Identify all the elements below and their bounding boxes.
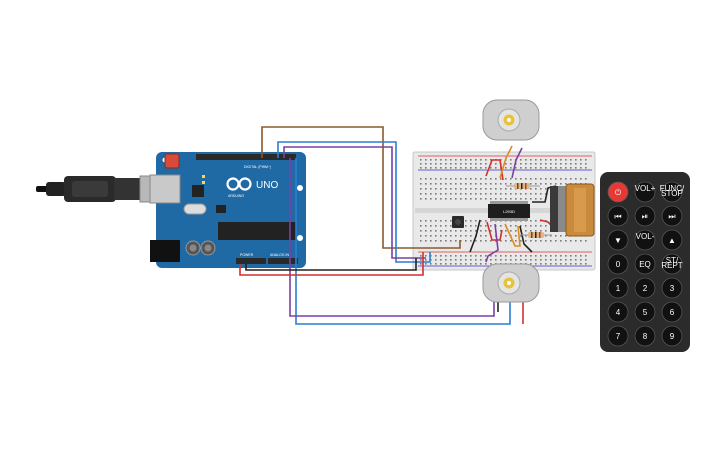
next-icon: ⏭ bbox=[668, 212, 675, 221]
remote-key-4[interactable]: 4 bbox=[607, 301, 629, 323]
remote-key-0[interactable]: 0 bbox=[607, 253, 629, 275]
remote-key-label: 8 bbox=[643, 332, 648, 341]
arduino-logo bbox=[226, 177, 252, 191]
remote-key-7[interactable]: 7 bbox=[607, 325, 629, 347]
remote-key-vol-[interactable]: VOL+ bbox=[634, 181, 656, 203]
wires bbox=[239, 126, 557, 325]
power-jack bbox=[150, 240, 180, 262]
down-icon: ▼ bbox=[614, 236, 622, 245]
remote-key-5[interactable]: 5 bbox=[634, 301, 656, 323]
remote-key-8[interactable]: 8 bbox=[634, 325, 656, 347]
remote-key-prev[interactable]: ⏮ bbox=[607, 205, 629, 227]
play-pause-icon: ⏯ bbox=[642, 212, 648, 221]
remote-key-label: VOL+ bbox=[635, 184, 656, 193]
remote-key-label: VOL- bbox=[636, 232, 655, 241]
remote-key-3[interactable]: 3 bbox=[661, 277, 683, 299]
remote-key-label: 9 bbox=[670, 332, 675, 341]
analog-header[interactable] bbox=[268, 258, 298, 264]
board-logo-text: ARDUINO bbox=[228, 194, 244, 198]
remote-key-eq[interactable]: EQ bbox=[634, 253, 656, 275]
remote-key-label: 7 bbox=[616, 332, 621, 341]
ic-label: L293D bbox=[503, 209, 515, 214]
up-icon: ▲ bbox=[668, 236, 676, 245]
remote-key-label: EQ bbox=[639, 260, 651, 269]
remote-key-st-rept[interactable]: ST/REPT bbox=[661, 253, 683, 275]
remote-key-1[interactable]: 1 bbox=[607, 277, 629, 299]
reset-button[interactable] bbox=[164, 153, 180, 169]
remote-key-label: ST/REPT bbox=[661, 256, 682, 270]
remote-key-vol-[interactable]: VOL- bbox=[634, 229, 656, 251]
remote-keypad: ⏻ VOL+ FUNC/STOP ⏮ ⏯ ⏭ ▼ VOL- ▲ 0 EQ ST/REPT 1 2 3 4 5 6 7… bbox=[607, 181, 685, 347]
power-icon: ⏻ bbox=[615, 188, 622, 197]
usb-cable bbox=[36, 175, 167, 203]
battery-pack[interactable] bbox=[550, 183, 595, 237]
motor-driver-ic[interactable]: L293D bbox=[488, 201, 530, 221]
prev-icon: ⏮ bbox=[614, 212, 621, 221]
ir-remote[interactable]: ⏻ VOL+ FUNC/STOP ⏮ ⏯ ⏭ ▼ VOL- ▲ 0 EQ ST/REPT 1 2 3 4 5 6 7… bbox=[600, 172, 690, 352]
remote-key-power[interactable]: ⏻ bbox=[607, 181, 629, 203]
remote-key-next[interactable]: ⏭ bbox=[661, 205, 683, 227]
remote-key-play-pause[interactable]: ⏯ bbox=[634, 205, 656, 227]
digital-header[interactable] bbox=[196, 154, 296, 160]
remote-key-up[interactable]: ▲ bbox=[661, 229, 683, 251]
remote-key-2[interactable]: 2 bbox=[634, 277, 656, 299]
header-power-label: POWER bbox=[240, 253, 254, 257]
remote-key-label: FUNC/STOP bbox=[660, 184, 685, 198]
remote-key-label: 4 bbox=[616, 308, 621, 317]
remote-key-9[interactable]: 9 bbox=[661, 325, 683, 347]
arduino-board[interactable]: UNO ARDUINO DIGITAL (PWM~) POWER ANALOG … bbox=[149, 152, 306, 268]
remote-key-label: 6 bbox=[670, 308, 675, 317]
remote-key-label: 2 bbox=[643, 284, 648, 293]
dc-motor-top[interactable] bbox=[482, 99, 540, 141]
ir-receiver[interactable] bbox=[452, 216, 464, 228]
board-brand: UNO bbox=[256, 180, 278, 191]
header-digital-label: DIGITAL (PWM~) bbox=[244, 165, 271, 169]
remote-key-label: 5 bbox=[643, 308, 648, 317]
remote-key-label: 3 bbox=[670, 284, 675, 293]
remote-key-label: 0 bbox=[616, 260, 621, 269]
remote-key-func-stop[interactable]: FUNC/STOP bbox=[660, 181, 685, 203]
remote-key-label: 1 bbox=[616, 284, 621, 293]
mcu-chip bbox=[218, 222, 296, 240]
remote-key-6[interactable]: 6 bbox=[661, 301, 683, 323]
remote-key-down[interactable]: ▼ bbox=[607, 229, 629, 251]
resistors bbox=[506, 183, 552, 238]
power-header[interactable] bbox=[236, 258, 266, 264]
dc-motor-bottom[interactable] bbox=[482, 263, 540, 303]
header-analog-label: ANALOG IN bbox=[270, 253, 290, 257]
